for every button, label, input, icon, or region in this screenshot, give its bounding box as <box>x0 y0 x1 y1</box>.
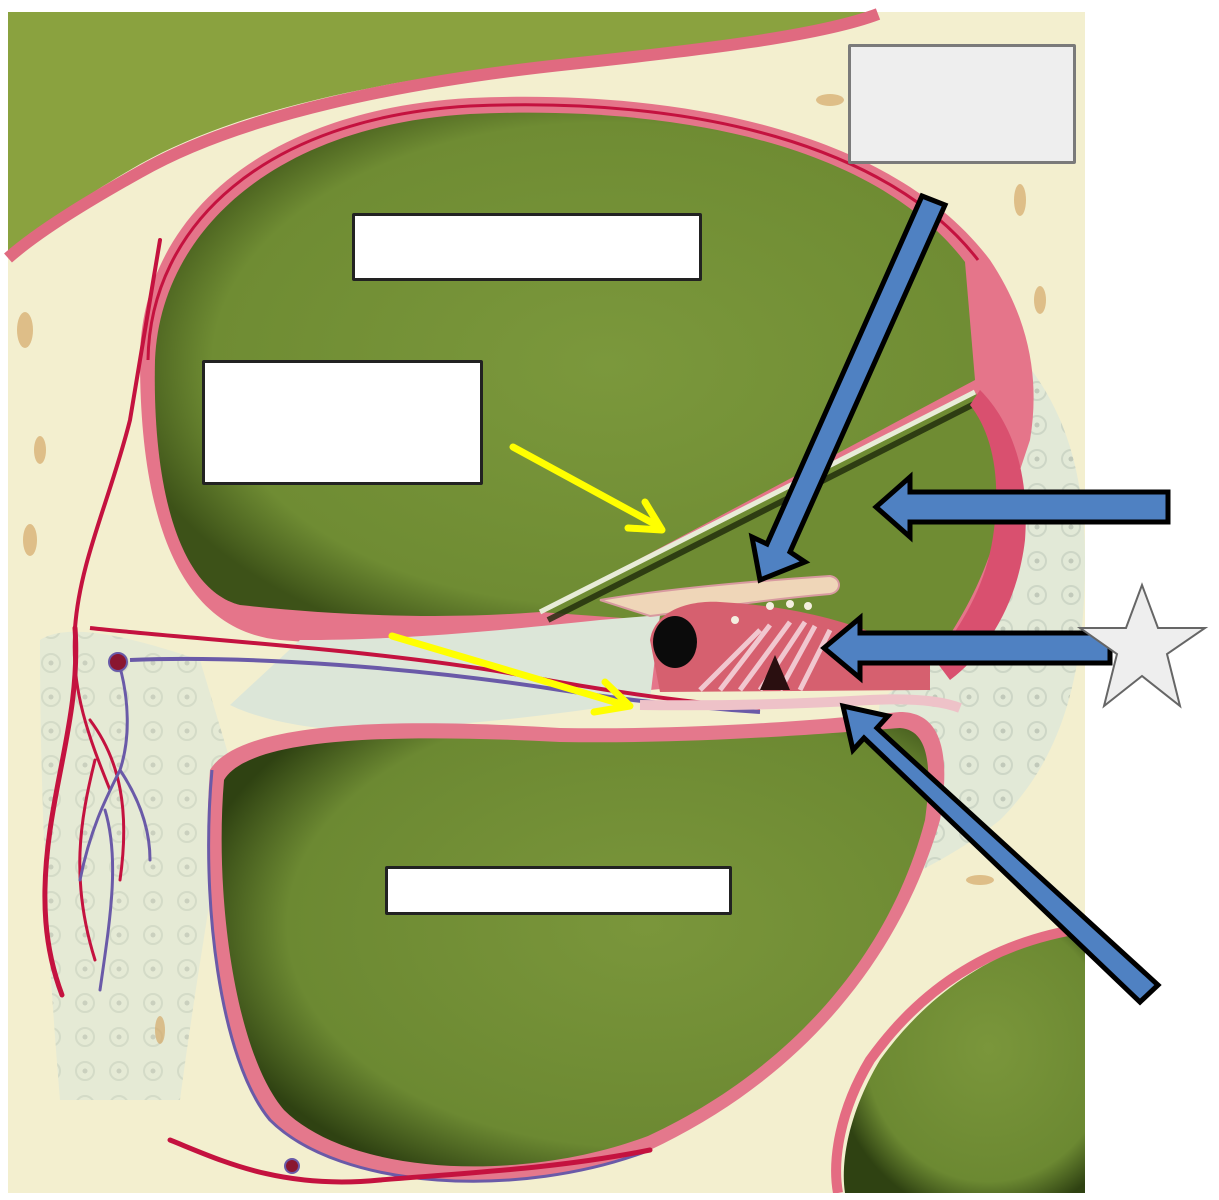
right-margin <box>1085 0 1219 1200</box>
neighbor-membrane <box>831 923 1086 1194</box>
blue-block-arrows <box>748 192 1171 1006</box>
outer-membrane <box>4 8 881 263</box>
label-box-lower-chamber[interactable] <box>385 866 732 915</box>
stria-vascularis <box>935 390 1026 680</box>
blue-arrow-basilar-icon <box>839 702 1162 1006</box>
label-box-top-right[interactable] <box>848 44 1076 164</box>
yellow-pointer-arrows <box>388 443 666 716</box>
upper-chamber-membrane-line <box>146 103 980 361</box>
star-marker-icon <box>1076 582 1209 709</box>
neighbor-chamber <box>843 930 1085 1193</box>
blue-arrow-organ-icon <box>820 612 1113 684</box>
label-box-left-membrane[interactable] <box>202 360 483 485</box>
bottom-margin <box>0 1193 1219 1200</box>
lower-chamber-vein <box>207 769 651 1183</box>
vestibular-membrane <box>538 389 977 615</box>
blue-arrow-diagonal-icon <box>748 192 949 584</box>
basilar-membrane <box>639 694 962 713</box>
yellow-arrow-basilar-edge-icon <box>388 632 634 716</box>
modiolus-cells <box>40 631 230 1100</box>
lower-chamber <box>221 728 929 1167</box>
yellow-arrow-vestibular-membrane-icon <box>509 443 666 534</box>
label-box-upper-chamber[interactable] <box>352 213 702 281</box>
lamina-vessel-red <box>89 626 761 710</box>
vestibular-membrane-shadow <box>546 399 980 623</box>
bone-lacunae <box>17 94 1046 1044</box>
blue-arrow-middle-chamber-icon <box>872 471 1171 543</box>
modiolar-vessels <box>42 238 653 1185</box>
outer-fluid-region <box>8 12 870 255</box>
